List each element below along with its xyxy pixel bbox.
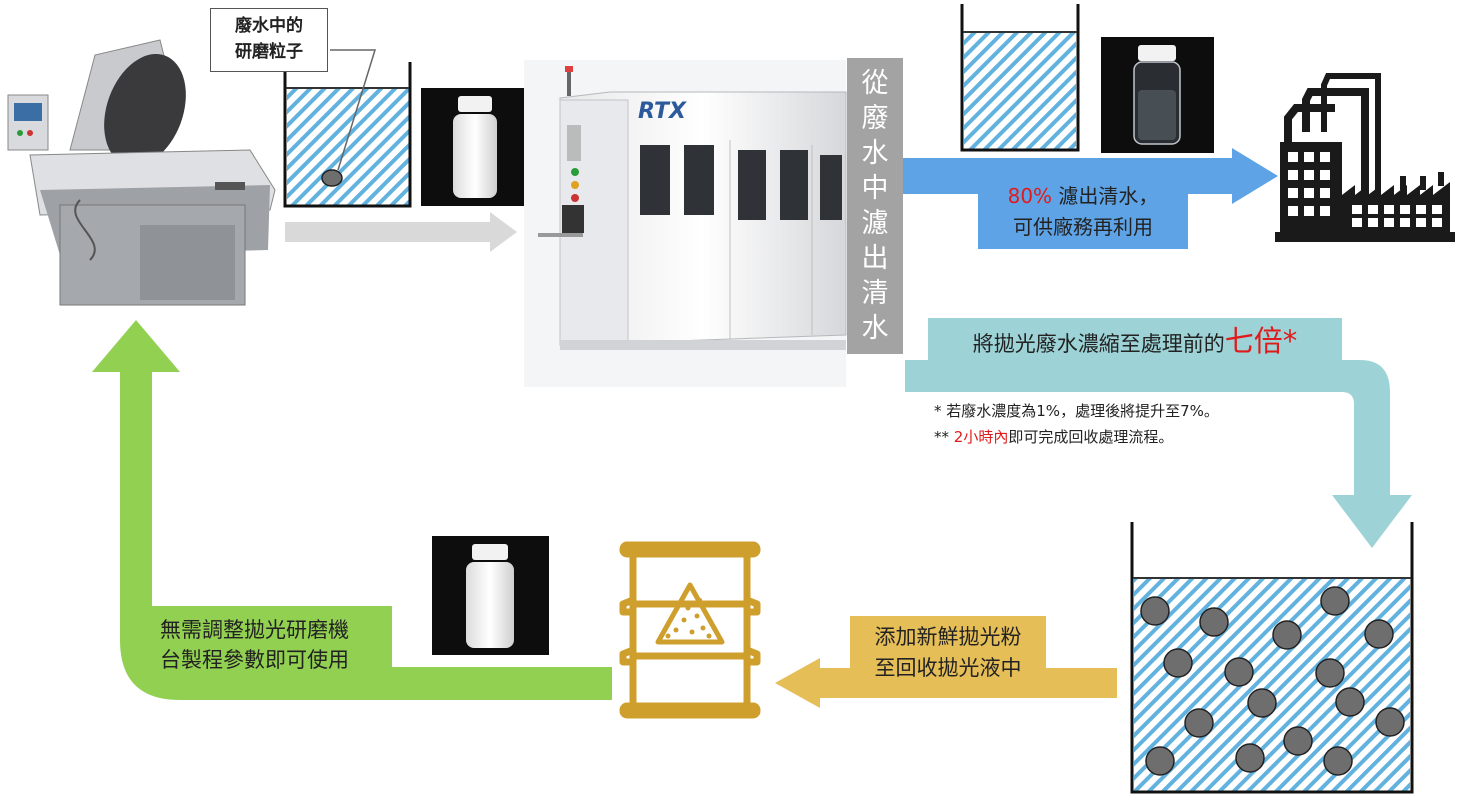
- callout-line-1: 廢水中的: [235, 16, 303, 36]
- rtx-brand-logo: RTX: [638, 99, 687, 124]
- note-2-prefix: **: [934, 428, 954, 446]
- wastewater-beaker: [283, 49, 412, 208]
- rtx-filtration-machine: RTX: [524, 60, 847, 387]
- concentrate-prefix: 將拋光廢水濃縮至處理前的: [972, 332, 1225, 356]
- powder-barrel-icon: [619, 541, 761, 719]
- clean-water-beaker: [960, 4, 1080, 152]
- reuse-line-1: 無需調整拋光研磨機: [160, 618, 349, 642]
- milky-bottle-photo-1: [421, 88, 531, 206]
- clean-water-percent: 80%: [1007, 184, 1053, 208]
- vertical-char: 清: [861, 278, 889, 309]
- reuse-arrow: [92, 320, 612, 700]
- concentrate-emphasis: 七倍*: [1224, 324, 1298, 358]
- vertical-char: 濾: [861, 208, 889, 239]
- vertical-char: 水: [861, 313, 889, 344]
- add-powder-line-1: 添加新鮮拋光粉: [874, 625, 1022, 649]
- footnotes: * 若廢水濃度為1%，處理後將提升至7%。 ** 2小時內即可完成回收處理流程。: [934, 398, 1354, 450]
- vertical-char: 從: [861, 68, 889, 99]
- factory-icon: [1275, 73, 1455, 242]
- gray-arrow: [285, 212, 517, 252]
- note-1: * 若廢水濃度為1%，處理後將提升至7%。: [934, 402, 1219, 420]
- concentrated-slurry-beaker: [1130, 522, 1414, 794]
- note-2-highlight: 2小時內: [953, 428, 1009, 446]
- clean-water-label: 80% 濾出清水， 可供廠務再利用: [978, 175, 1188, 249]
- clean-water-line-1: 濾出清水，: [1052, 184, 1159, 208]
- polishing-machine-illustration: [7, 39, 276, 306]
- add-powder-label-box: [850, 616, 1046, 690]
- reuse-label: 無需調整拋光研磨機 台製程參數即可使用: [152, 608, 392, 686]
- reuse-line-2: 台製程參數即可使用: [160, 648, 349, 672]
- milky-bottle-photo-2: [432, 536, 549, 655]
- add-powder-line-2: 至回收拋光液中: [874, 656, 1022, 680]
- concentrate-label: 將拋光廢水濃縮至處理前的七倍*: [930, 318, 1340, 364]
- concentrate-arrow: [905, 360, 1412, 548]
- abrasive-particle: [321, 169, 343, 187]
- clean-water-line-2: 可供廠務再利用: [1013, 215, 1153, 239]
- vertical-char: 中: [861, 173, 889, 204]
- concentrate-label-box: [928, 318, 1342, 364]
- vertical-char: 水: [861, 138, 889, 169]
- vertical-char: 出: [861, 243, 889, 274]
- clear-water-bottle-photo: [1101, 37, 1214, 153]
- vertical-label: 從 廢 水 中 濾 出 清 水: [847, 58, 903, 354]
- particle-callout: 廢水中的 研磨粒子: [210, 8, 328, 72]
- callout-line-2: 研磨粒子: [235, 42, 303, 62]
- add-powder-label: 添加新鮮拋光粉 至回收拋光液中: [850, 616, 1046, 690]
- reuse-label-box: [152, 606, 392, 686]
- note-2-rest: 即可完成回收處理流程。: [1008, 428, 1174, 446]
- vertical-char: 廢: [861, 103, 889, 134]
- clean-water-label-box: [978, 175, 1188, 249]
